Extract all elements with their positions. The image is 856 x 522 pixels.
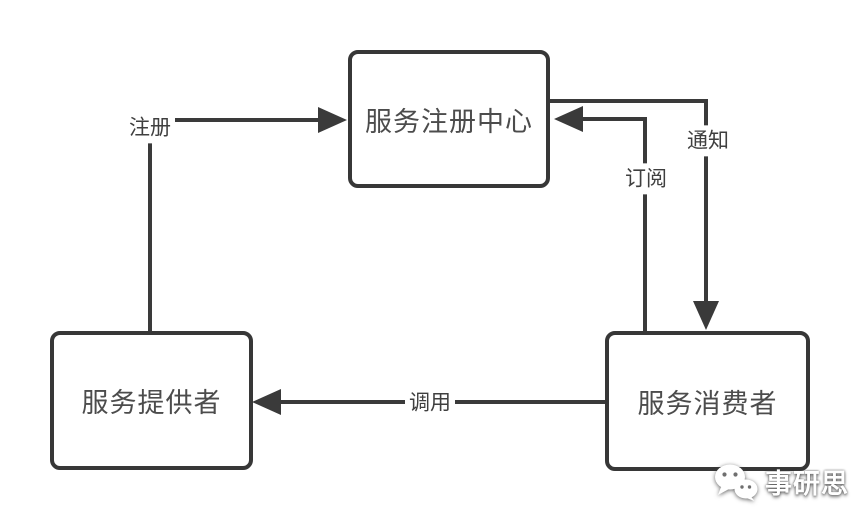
edge-label-register: 注册 — [125, 112, 175, 144]
edge-notify-hline — [550, 99, 706, 103]
watermark-text: 事研思 — [765, 469, 849, 499]
edge-register-vline — [148, 119, 152, 331]
watermark: 事研思 — [714, 462, 849, 501]
edge-label-invoke: 调用 — [405, 387, 455, 419]
node-service-provider-label: 服务提供者 — [81, 388, 222, 418]
edge-invoke-arrowhead-icon — [252, 389, 281, 415]
edge-label-subscribe: 订阅 — [621, 163, 671, 195]
node-service-consumer: 服务消费者 — [605, 331, 810, 471]
node-service-provider: 服务提供者 — [50, 331, 253, 470]
node-service-registry: 服务注册中心 — [348, 50, 550, 188]
edge-notify-vline — [704, 99, 708, 303]
edge-notify-arrowhead-icon — [693, 301, 719, 330]
wechat-icon — [715, 464, 758, 501]
node-service-registry-label: 服务注册中心 — [365, 106, 533, 137]
node-service-consumer-label: 服务消费者 — [637, 388, 778, 419]
edge-subscribe-arrowhead-icon — [554, 106, 583, 132]
edge-subscribe-hline — [581, 117, 645, 121]
edge-subscribe-vline — [643, 117, 647, 331]
edge-register-hline — [150, 118, 320, 122]
edge-register-arrowhead-icon — [318, 107, 347, 133]
edge-label-notify: 通知 — [683, 125, 733, 157]
